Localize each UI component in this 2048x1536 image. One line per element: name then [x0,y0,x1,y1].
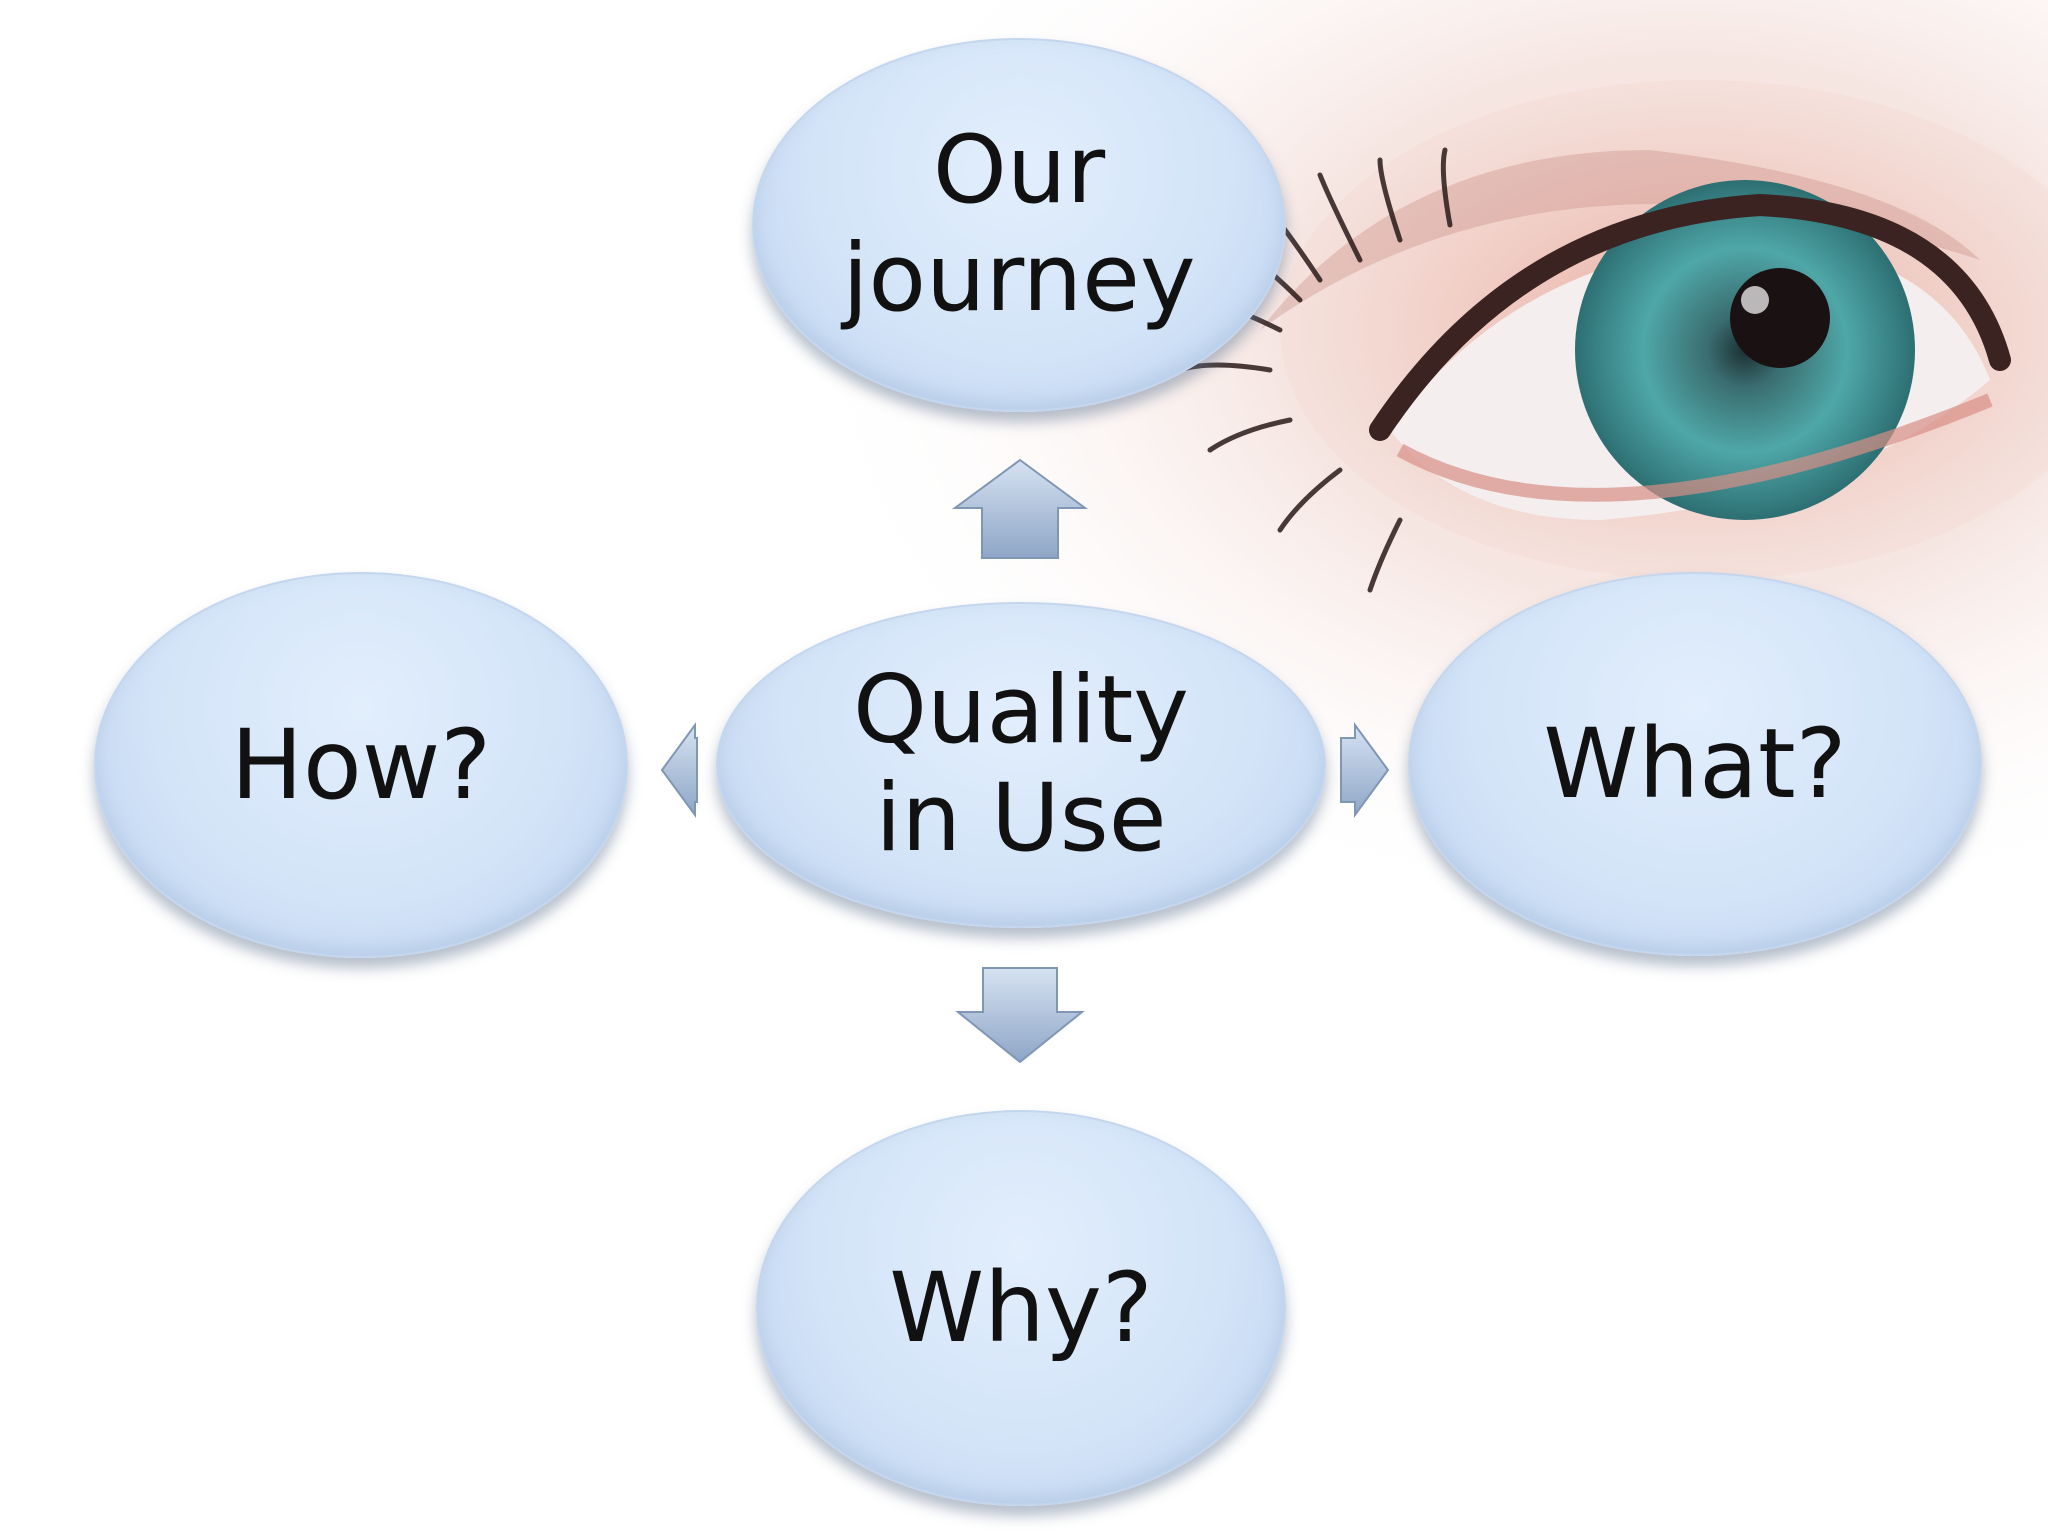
arrow-right [1340,721,1390,819]
node-our-journey: Our journey [752,38,1286,412]
node-how-label: How? [230,708,492,821]
node-our-journey-line2: journey [842,224,1196,333]
node-why-label: Why? [889,1251,1153,1364]
node-center-line2: in Use [875,764,1167,873]
node-why: Why? [756,1110,1286,1506]
node-quality-in-use: Quality in Use [716,602,1326,928]
node-what-label: What? [1543,707,1847,820]
node-how: How? [94,572,628,958]
node-center-line1: Quality [853,655,1189,765]
arrow-left [660,721,698,819]
arrow-up [951,458,1089,559]
node-what: What? [1408,572,1982,956]
node-our-journey-line1: Our [932,115,1106,225]
arrow-down [955,967,1085,1064]
